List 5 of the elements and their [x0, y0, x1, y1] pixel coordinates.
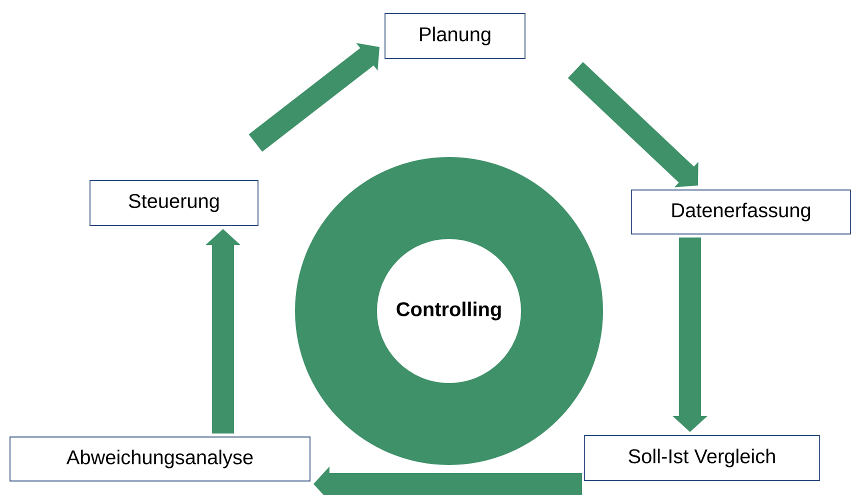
label-box: Steuerung	[90, 180, 258, 226]
label-box: Planung	[384, 13, 526, 59]
label-box: Datenerfassung	[631, 190, 851, 234]
label-box: Soll-Ist Vergleich	[584, 435, 820, 481]
label-box: Abweichungsanalyse	[10, 436, 310, 482]
